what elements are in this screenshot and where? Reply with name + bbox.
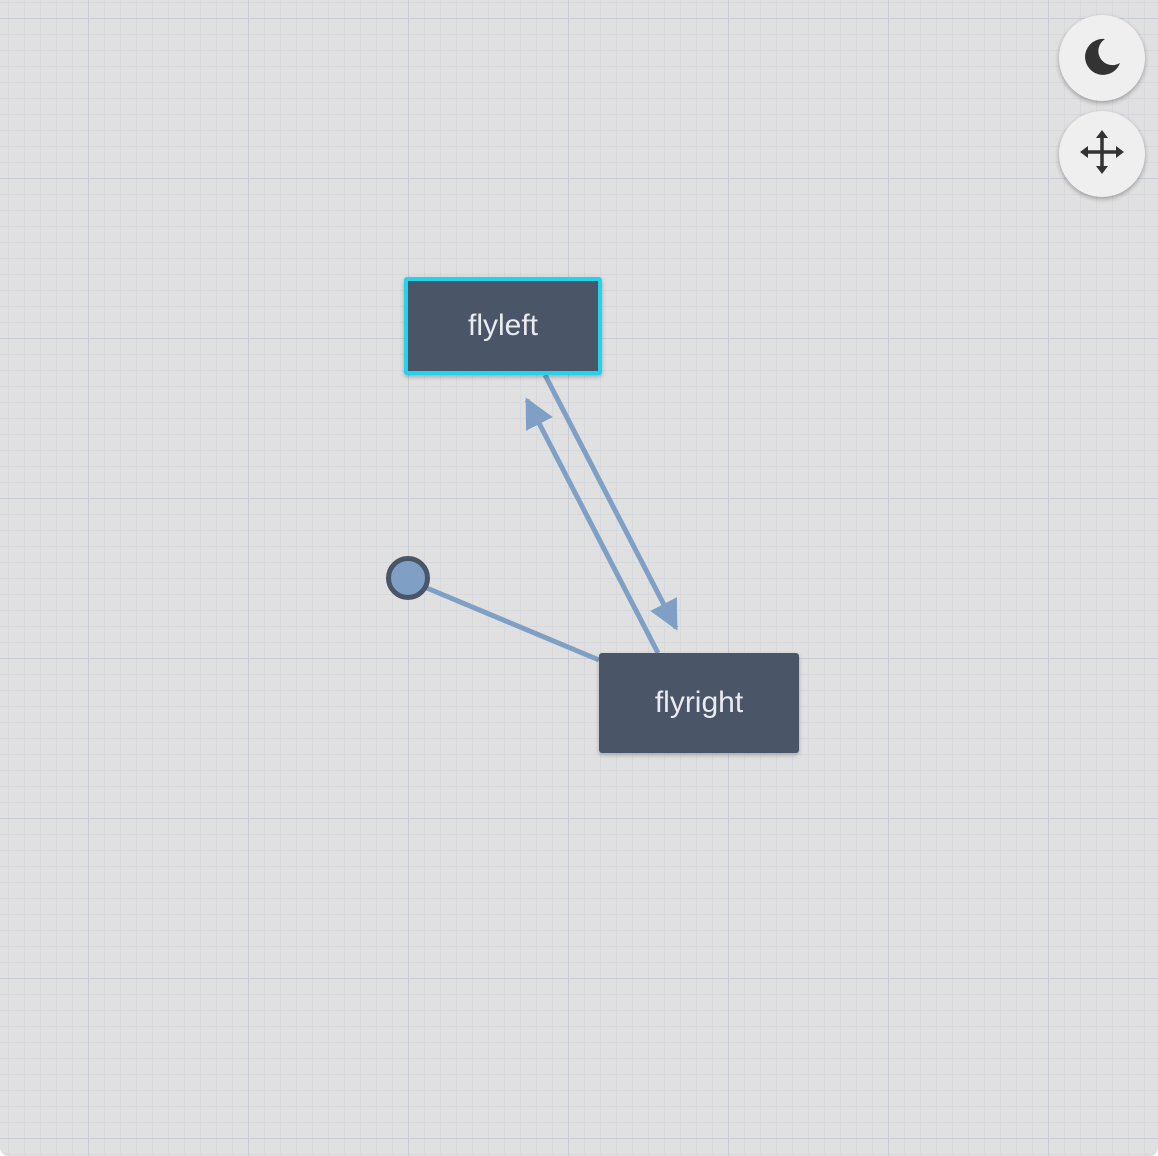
edge-flyright-to-flyleft[interactable] [524,397,661,655]
state-node-flyright[interactable]: flyright [599,653,799,753]
theme-toggle-button[interactable] [1059,15,1145,101]
state-label-flyleft: flyleft [467,309,539,342]
initial-state-marker[interactable] [386,556,430,600]
state-node-flyleft[interactable]: flyleft [404,277,602,375]
edge-flyleft-to-flyright[interactable] [542,373,679,631]
edge-initial-to-flyright[interactable] [421,583,600,663]
moon-icon [1080,34,1124,83]
state-label-flyright: flyright [654,686,744,719]
pan-mode-button[interactable] [1059,111,1145,197]
move-arrows-icon [1078,128,1126,181]
